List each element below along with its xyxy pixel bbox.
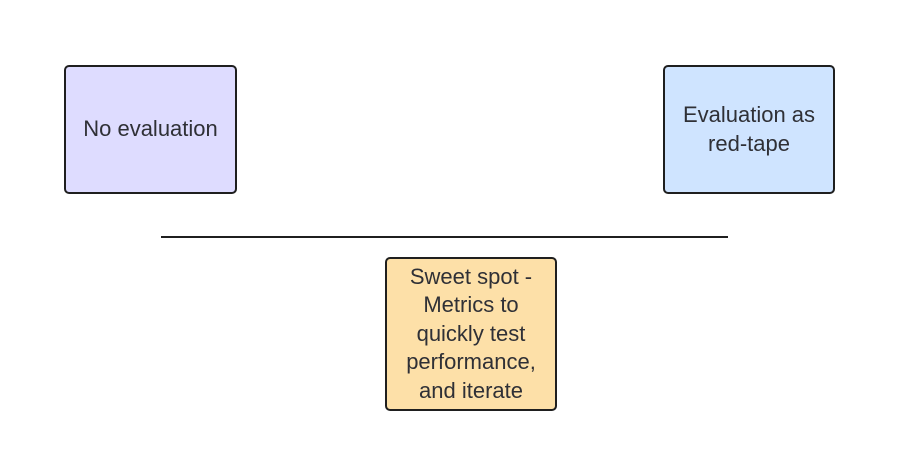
no-evaluation-label: No evaluation <box>83 116 218 142</box>
evaluation-red-tape-box: Evaluation as red-tape <box>663 65 835 194</box>
evaluation-red-tape-label: Evaluation as red-tape <box>682 102 816 156</box>
sweet-spot-box: Sweet spot - Metrics to quickly test per… <box>385 257 557 411</box>
spectrum-line <box>161 236 728 238</box>
no-evaluation-box: No evaluation <box>64 65 237 194</box>
sweet-spot-label: Sweet spot - Metrics to quickly test per… <box>406 263 536 403</box>
